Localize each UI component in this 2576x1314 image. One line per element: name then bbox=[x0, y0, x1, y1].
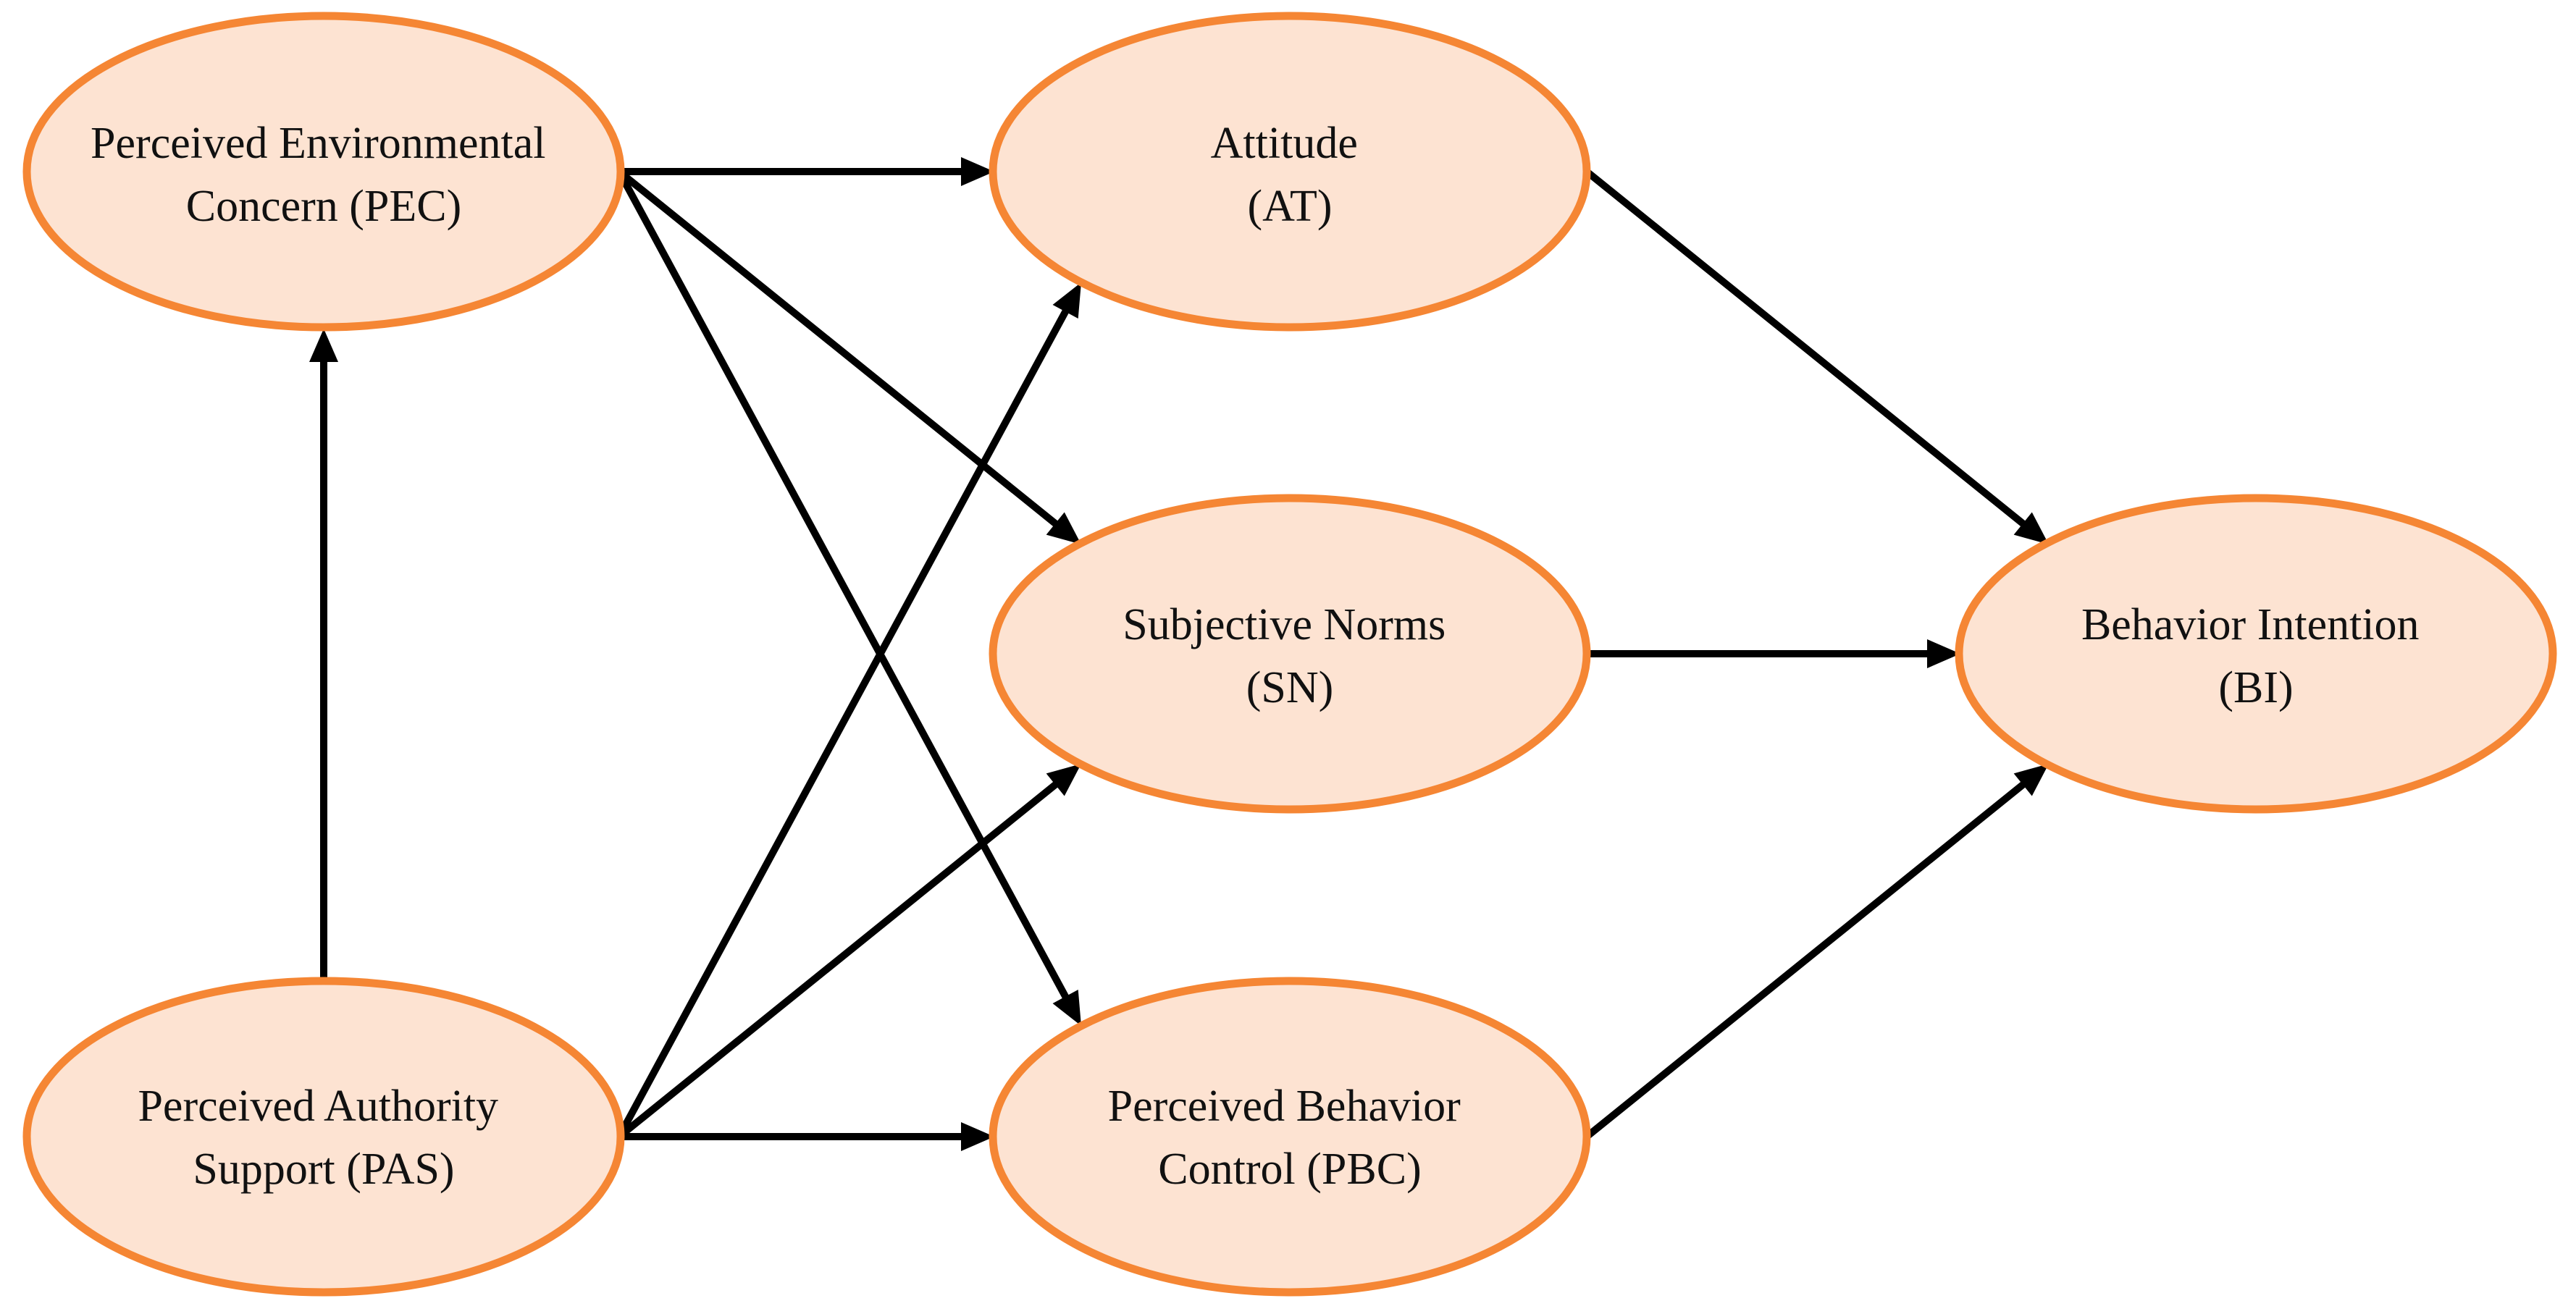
node-pec: Perceived Environmental Concern (PEC) bbox=[22, 12, 625, 332]
arrow-at-to-bi-head bbox=[2013, 512, 2049, 544]
node-bi-label-line-1: Behavior Intention bbox=[2081, 600, 2420, 649]
arrow-pas-to-sn-head bbox=[1046, 764, 1081, 796]
node-pas-ellipse bbox=[22, 977, 625, 1297]
arrow-pas-to-at bbox=[616, 282, 1081, 1139]
node-pbc-label-line-2: Control (PBC) bbox=[1158, 1145, 1421, 1194]
node-bi: Behavior Intention (BI) bbox=[1955, 494, 2557, 814]
node-pec-label-line-2: Concern (PEC) bbox=[186, 182, 462, 231]
node-sn-label-line-2: (SN) bbox=[1246, 663, 1334, 712]
node-pec-ellipse bbox=[22, 12, 625, 332]
arrow-pec-to-pbc-head bbox=[1052, 990, 1081, 1026]
edges-layer bbox=[309, 157, 2049, 1151]
arrow-sn-to-bi bbox=[1587, 639, 1960, 668]
arrow-at-to-bi bbox=[1584, 169, 2049, 544]
node-sn-label: Subjective Norms (SN) bbox=[1123, 600, 1457, 712]
arrow-pec-to-pbc bbox=[616, 169, 1081, 1026]
node-bi-ellipse bbox=[1955, 494, 2557, 814]
node-sn: Subjective Norms (SN) bbox=[989, 494, 1591, 814]
arrow-pbc-to-bi bbox=[1584, 764, 2049, 1140]
arrow-pas-to-sn-line bbox=[616, 780, 1060, 1140]
arrow-at-to-bi-line bbox=[1584, 169, 2028, 528]
node-at-label: Attitude (AT) bbox=[1211, 119, 1369, 231]
arrow-pas-to-pbc-head bbox=[961, 1122, 994, 1151]
node-sn-ellipse bbox=[989, 494, 1591, 814]
node-pbc-label: Perceived Behavior Control (PBC) bbox=[1108, 1082, 1472, 1194]
arrow-pas-to-pec-head bbox=[309, 329, 338, 362]
arrow-pas-to-sn bbox=[616, 764, 1081, 1140]
node-at-label-line-1: Attitude bbox=[1211, 119, 1358, 168]
arrow-sn-to-bi-head bbox=[1927, 639, 1960, 668]
arrow-pec-to-sn-head bbox=[1046, 512, 1081, 544]
node-pas-label-line-1: Perceived Authority bbox=[138, 1082, 498, 1131]
arrow-pas-to-pec bbox=[309, 329, 338, 979]
node-at: Attitude (AT) bbox=[989, 12, 1591, 332]
arrow-pec-to-pbc-line bbox=[616, 169, 1070, 1001]
arrow-pbc-to-bi-head bbox=[2013, 764, 2049, 796]
node-pbc-ellipse bbox=[989, 977, 1591, 1297]
node-pbc: Perceived Behavior Control (PBC) bbox=[989, 977, 1591, 1297]
node-bi-label: Behavior Intention (BI) bbox=[2081, 600, 2430, 712]
arrow-pas-to-pbc bbox=[619, 1122, 994, 1151]
node-at-label-line-2: (AT) bbox=[1247, 182, 1332, 231]
node-bi-label-line-2: (BI) bbox=[2218, 663, 2293, 712]
arrow-pbc-to-bi-line bbox=[1584, 780, 2028, 1140]
arrow-pas-to-at-line bbox=[616, 307, 1070, 1139]
node-sn-label-line-1: Subjective Norms bbox=[1123, 600, 1446, 649]
arrow-pas-to-at-head bbox=[1052, 282, 1081, 319]
node-at-ellipse bbox=[989, 12, 1591, 332]
node-pas-label: Perceived Authority Support (PAS) bbox=[138, 1082, 509, 1194]
node-pec-label-line-1: Perceived Environmental bbox=[91, 119, 545, 168]
node-pec-label: Perceived Environmental Concern (PEC) bbox=[91, 119, 557, 231]
arrow-pec-to-at-head bbox=[961, 157, 994, 186]
node-pbc-label-line-1: Perceived Behavior bbox=[1108, 1082, 1461, 1131]
arrow-pec-to-at bbox=[619, 157, 994, 186]
arrow-pec-to-sn-line bbox=[616, 169, 1060, 528]
node-pas-label-line-2: Support (PAS) bbox=[193, 1145, 454, 1194]
node-pas: Perceived Authority Support (PAS) bbox=[22, 977, 625, 1297]
